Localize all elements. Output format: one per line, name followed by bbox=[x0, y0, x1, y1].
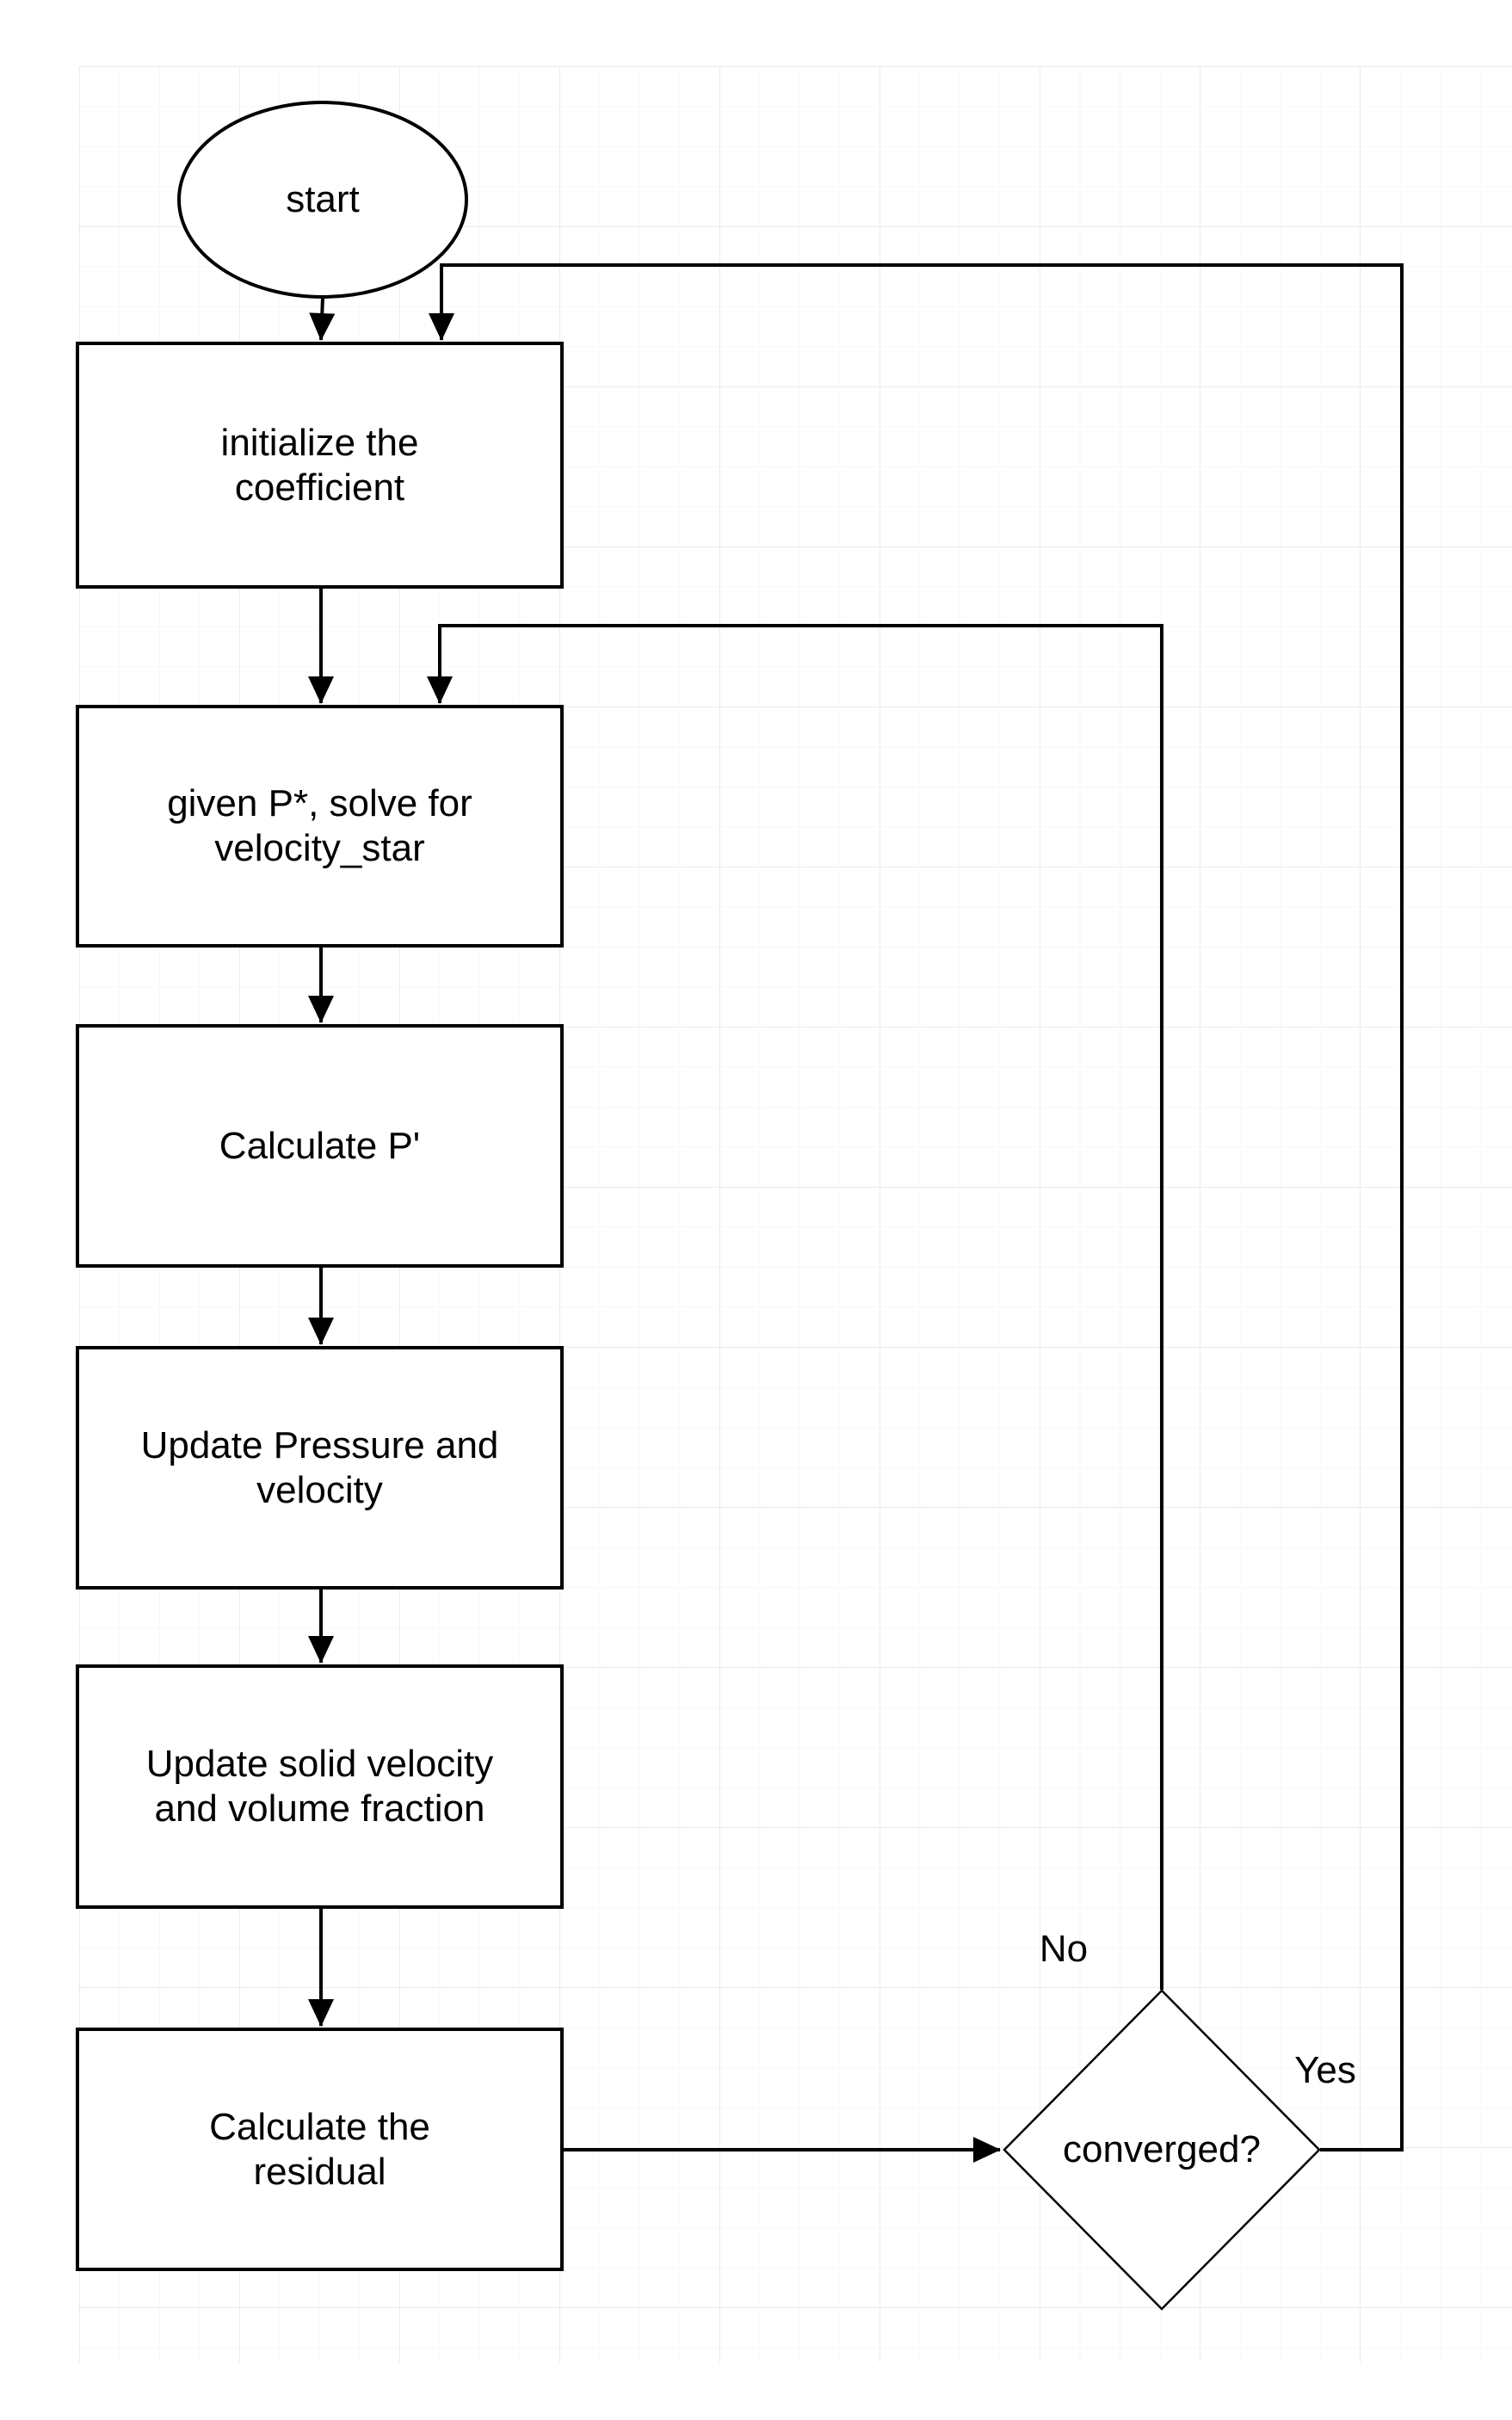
process-box-update-solid-velocity[interactable] bbox=[76, 1664, 564, 1909]
connector-start-to-initialize[interactable] bbox=[309, 297, 336, 341]
connector-yes-loop-to-initialize[interactable] bbox=[429, 263, 1404, 2151]
branch-label-no[interactable]: No bbox=[1039, 1928, 1089, 1970]
process-box-calculate-residual[interactable] bbox=[76, 2028, 564, 2271]
process-box-solve-velocity-star[interactable] bbox=[76, 705, 564, 948]
start-terminator-ellipse[interactable] bbox=[177, 101, 468, 299]
connector-no-loop-to-solve[interactable] bbox=[427, 624, 1163, 1990]
branch-label-yes[interactable]: Yes bbox=[1294, 2049, 1356, 2091]
decision-diamond-converged[interactable] bbox=[1003, 1989, 1321, 2311]
process-box-initialize-coefficient[interactable] bbox=[76, 342, 564, 589]
process-box-update-pressure-velocity[interactable] bbox=[76, 1346, 564, 1590]
process-box-calculate-p-prime[interactable] bbox=[76, 1024, 564, 1268]
